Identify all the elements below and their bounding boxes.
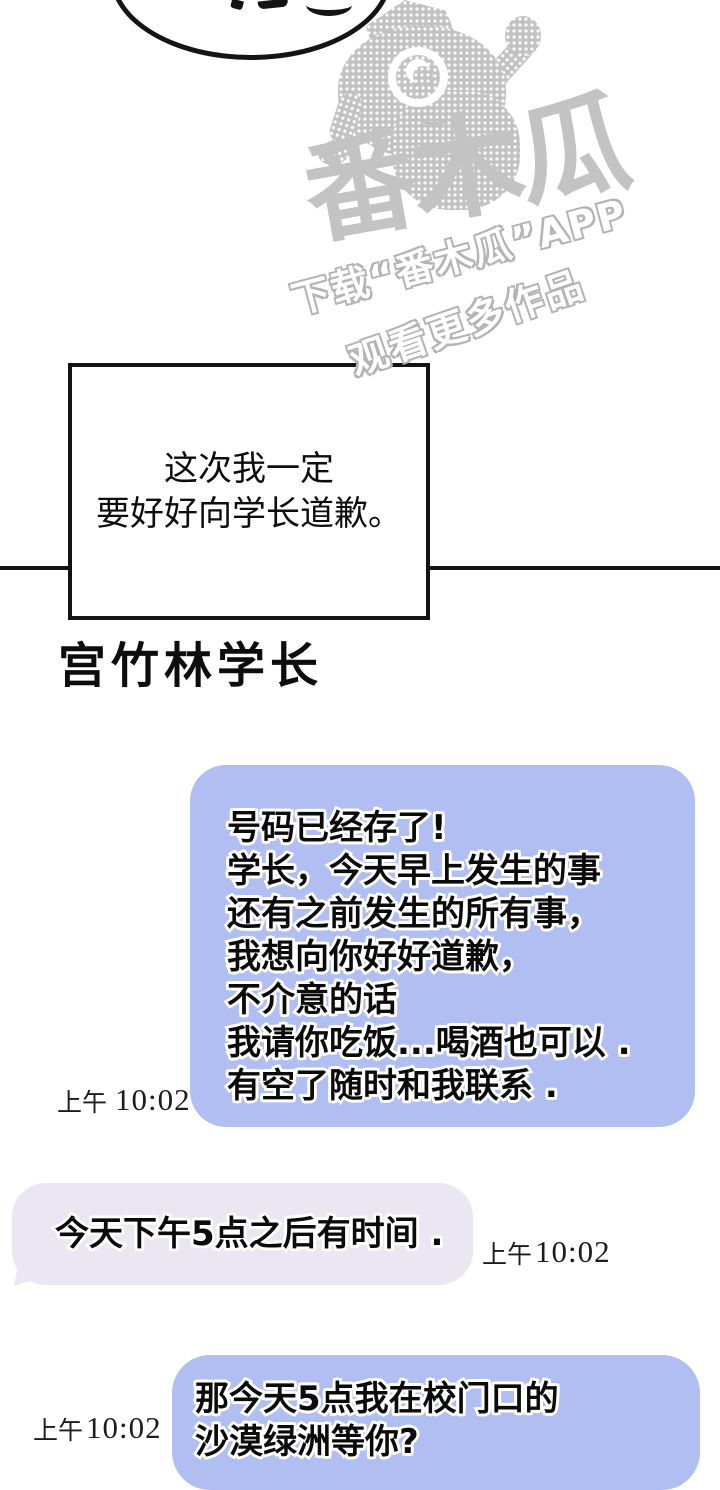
- watermark-slogan-line1: 下载“番木瓜”APP: [286, 190, 633, 324]
- chat-bubble-received: 今天下午5点之后有时间 .: [12, 1183, 473, 1285]
- narration-text: 这次我一定 要好好向学长道歉。: [96, 448, 402, 534]
- chat-message-text: 今天下午5点之后有时间 .: [52, 1211, 445, 1256]
- timestamp: 上午 10:02: [57, 1084, 191, 1115]
- timestamp: 上午 10:02: [33, 1412, 162, 1443]
- timestamp: 上午 10:02: [482, 1236, 611, 1267]
- timestamp-meridiem: 上午: [482, 1240, 533, 1269]
- contact-name-title: 宫竹林学长: [58, 638, 324, 694]
- papaya-mascot-body-icon: [392, 90, 520, 210]
- papaya-mascot-fist-icon: [505, 16, 541, 56]
- chat-bubble-sent: 号码已经存了! 学长，今天早上发生的事 还有之前发生的所有事， 我想向你好好道歉…: [190, 765, 695, 1127]
- papaya-mascot-hood-icon: [366, 0, 468, 88]
- papaya-mascot-eye-crescent-icon: [413, 66, 433, 86]
- timestamp-time: 10:02: [115, 1082, 191, 1117]
- papaya-mascot-pupil-icon: [396, 55, 440, 99]
- cutoff-glyph-fragment: [306, 0, 352, 16]
- papaya-mascot-smile-icon: [420, 104, 448, 127]
- chat-message-text: 号码已经存了! 学长，今天早上发生的事 还有之前发生的所有事， 我想向你好好道歉…: [225, 806, 634, 1109]
- chat-message-text: 那今天5点我在校门口的 沙漠绿洲等你?: [193, 1377, 562, 1465]
- papaya-mascot-hand-icon: [314, 134, 356, 170]
- papaya-mascot-eye-highlight-icon: [406, 59, 430, 83]
- chat-bubble-sent: 那今天5点我在校门口的 沙漠绿洲等你?: [172, 1355, 700, 1490]
- watermark-logo-text: 番木瓜: [294, 76, 637, 262]
- timestamp-time: 10:02: [535, 1234, 611, 1269]
- papaya-mascot-head-icon: [338, 26, 506, 158]
- papaya-mascot-eye-icon: [388, 47, 448, 107]
- narration-box: 这次我一定 要好好向学长道歉。: [68, 363, 430, 620]
- papaya-mascot-arm-icon: [466, 32, 538, 108]
- papaya-mascot-arm-icon: [326, 89, 366, 147]
- timestamp-meridiem: 上午: [33, 1416, 84, 1445]
- timestamp-meridiem: 上午: [57, 1088, 108, 1117]
- timestamp-time: 10:02: [86, 1410, 162, 1445]
